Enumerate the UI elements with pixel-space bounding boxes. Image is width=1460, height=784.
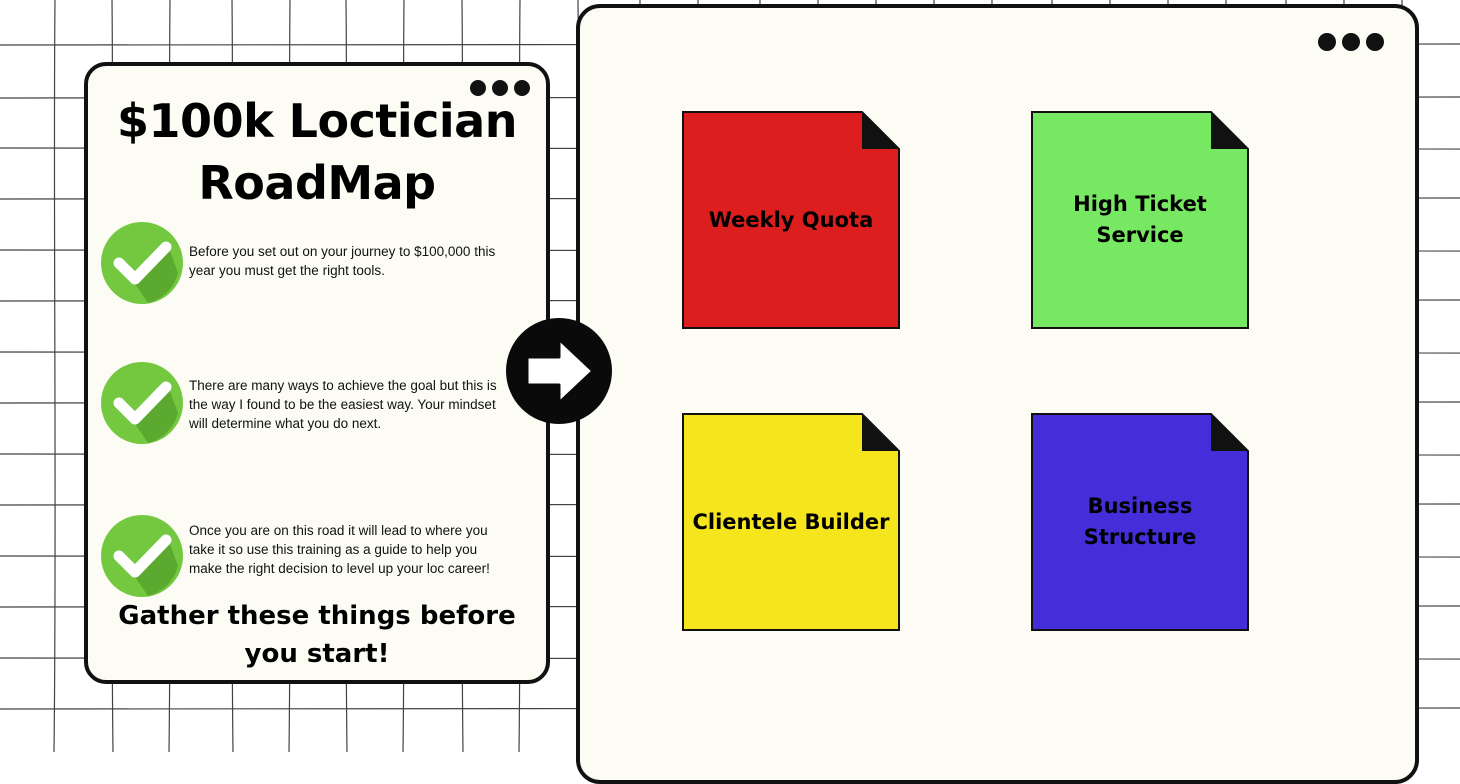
page-title: $100k Loctician RoadMap: [88, 90, 546, 214]
title-line-1: $100k Loctician: [117, 94, 517, 148]
note-label: Weekly Quota: [708, 207, 874, 232]
checkmark-circle-icon: [101, 515, 183, 597]
arrow-right-circle-icon[interactable]: [505, 317, 613, 425]
footer-line-1: Gather these things before: [118, 601, 516, 631]
checkmark-circle-icon: [101, 362, 183, 444]
note-high-ticket-service[interactable]: High Ticket Service: [1031, 111, 1249, 329]
note-weekly-quota[interactable]: Weekly Quota: [682, 111, 900, 329]
note-paper-icon: [682, 413, 900, 631]
roadmap-item-text: There are many ways to achieve the goal …: [189, 378, 497, 431]
note-label: Clientele Builder: [692, 509, 890, 534]
dot: [1366, 33, 1384, 51]
note-label: High Ticket Service: [1073, 192, 1207, 247]
footer-line-2: you start!: [244, 639, 390, 669]
roadmap-card: $100k Loctician RoadMap Before you set o…: [84, 62, 550, 684]
footer-heading: Gather these things before you start!: [88, 597, 546, 673]
title-line-2: RoadMap: [198, 156, 436, 210]
roadmap-item-text: Before you set out on your journey to $1…: [189, 244, 496, 278]
dot: [470, 80, 486, 96]
more-dots-icon[interactable]: [470, 80, 530, 96]
dot: [1342, 33, 1360, 51]
checkmark-circle-icon: [101, 222, 183, 304]
note-paper-icon: [1031, 111, 1249, 329]
note-paper-icon: [682, 111, 900, 329]
note-label: Business Structure: [1083, 494, 1197, 549]
dot: [1318, 33, 1336, 51]
dot: [514, 80, 530, 96]
note-clientele-builder[interactable]: Clientele Builder: [682, 413, 900, 631]
roadmap-item-text: Once you are on this road it will lead t…: [189, 523, 490, 576]
notes-board: Weekly Quota High Ticket Service Cliente…: [576, 4, 1419, 784]
dot: [492, 80, 508, 96]
note-paper-icon: [1031, 413, 1249, 631]
note-business-structure[interactable]: Business Structure: [1031, 413, 1249, 631]
more-dots-icon[interactable]: [1318, 33, 1384, 51]
